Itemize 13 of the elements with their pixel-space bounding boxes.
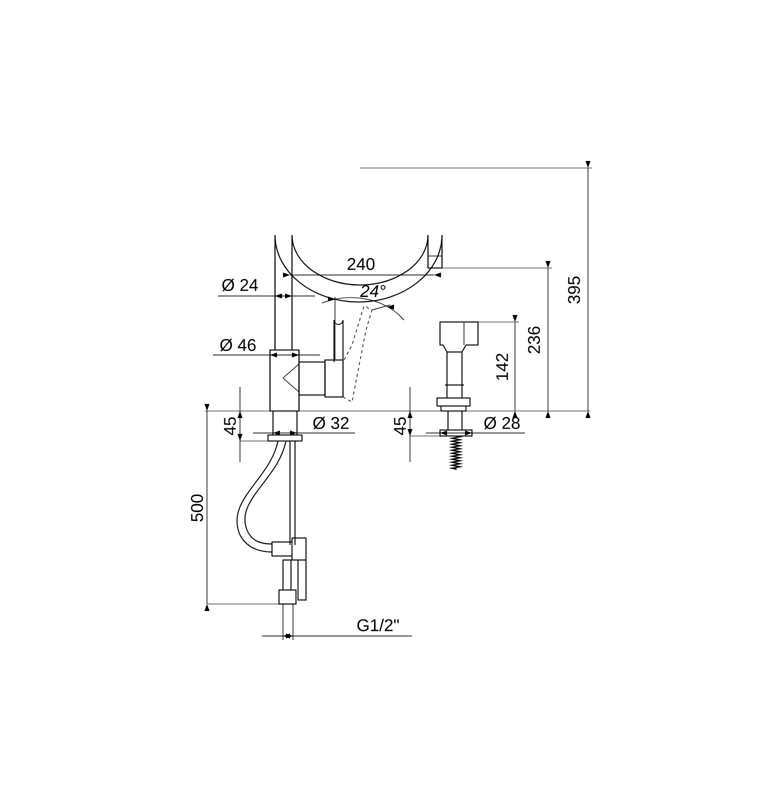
dimension-label: 395 — [568, 276, 580, 304]
dimension-label: Ø 28 — [484, 416, 520, 430]
dimension-label: Ø 46 — [220, 338, 256, 352]
dimension-label: 236 — [528, 326, 540, 354]
dimension-label: Ø 32 — [313, 416, 349, 430]
dimension-label: G1/2" — [357, 618, 399, 632]
angle-label: 24° — [360, 285, 386, 297]
dimension-label: 45 — [224, 417, 236, 436]
dimension-label: 142 — [496, 354, 508, 380]
dimension-label: Ø 24 — [222, 278, 258, 292]
dimension-label: 45 — [394, 417, 406, 436]
dimension-label: 500 — [190, 494, 204, 522]
dimension-label: 240 — [348, 258, 375, 270]
